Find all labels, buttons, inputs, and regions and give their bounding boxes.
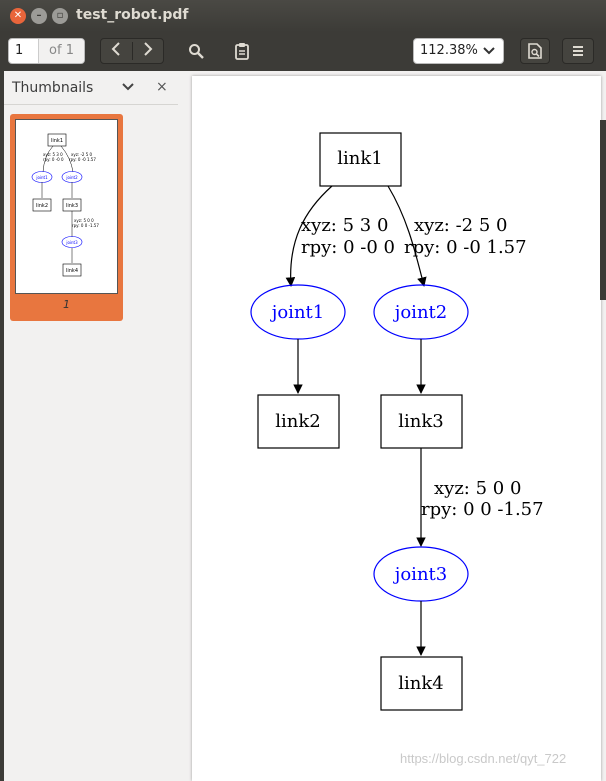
page-number-input[interactable]: 1 <box>9 39 39 63</box>
svg-text:joint2: joint2 <box>65 175 78 180</box>
clipboard-icon <box>235 43 249 60</box>
svg-text:rpy: 0 -0 1.57: rpy: 0 -0 1.57 <box>69 157 96 162</box>
document-view[interactable]: link1 xyz: 5 3 0 rpy: 0 -0 0 xyz: -2 5 0… <box>178 71 606 781</box>
close-sidebar-icon[interactable]: × <box>156 79 168 95</box>
chevron-down-icon[interactable] <box>122 80 134 94</box>
previous-page-button[interactable] <box>101 42 132 60</box>
node-label: link1 <box>337 148 382 169</box>
page-selector: 1 of 1 <box>8 38 85 64</box>
svg-text:rpy: 0 0 -1.57: rpy: 0 0 -1.57 <box>72 223 99 228</box>
toolbar: 1 of 1 112.38% <box>0 32 606 71</box>
svg-text:xyz: -2 5 0: xyz: -2 5 0 <box>71 152 93 157</box>
edge-label: rpy: 0 -0 1.57 <box>404 237 527 258</box>
chevron-down-icon <box>483 39 495 63</box>
svg-text:link4: link4 <box>66 268 78 274</box>
minimize-window-button[interactable]: – <box>31 8 47 24</box>
chevron-right-icon <box>144 42 153 56</box>
edge-label: xyz: -2 5 0 <box>414 215 507 236</box>
node-link2 <box>257 394 340 449</box>
sidebar: Thumbnails × link1 xyz: 5 3 0 rpy: 0 -0 … <box>4 71 178 781</box>
edge-link1-joint2 <box>387 185 427 287</box>
node-label: joint1 <box>270 302 324 323</box>
zoom-select[interactable]: 112.38% <box>413 38 504 64</box>
window-edge <box>600 120 606 300</box>
svg-text:link1: link1 <box>51 138 63 144</box>
edge-link1-joint1 <box>285 185 333 287</box>
sidebar-mode-label[interactable]: Thumbnails <box>12 80 94 96</box>
node-label: joint3 <box>393 564 447 585</box>
edge-label: xyz: 5 0 0 <box>434 478 521 499</box>
hamburger-menu-icon <box>573 46 583 56</box>
thumbnail-page-number: 1 <box>63 298 70 311</box>
maximize-window-button[interactable]: ▫ <box>52 8 68 24</box>
sidebar-header: Thumbnails × <box>4 71 178 105</box>
node-label: link3 <box>398 411 443 432</box>
svg-text:link2: link2 <box>36 203 48 209</box>
next-page-button[interactable] <box>131 42 163 60</box>
edge-label: xyz: 5 3 0 <box>301 215 388 236</box>
node-label: link2 <box>275 411 320 432</box>
chevron-left-icon <box>112 42 121 56</box>
fit-page-button[interactable] <box>520 38 550 64</box>
edge-label: rpy: 0 0 -1.57 <box>421 499 544 520</box>
node-label: joint2 <box>393 302 447 323</box>
title-bar: ✕ – ▫ test_robot.pdf <box>0 0 606 32</box>
pdf-page: link1 xyz: 5 3 0 rpy: 0 -0 0 xyz: -2 5 0… <box>192 76 601 781</box>
svg-text:link3: link3 <box>66 203 78 209</box>
svg-text:rpy: 0 -0 0: rpy: 0 -0 0 <box>43 157 64 162</box>
annotations-button[interactable] <box>228 38 256 64</box>
svg-text:xyz: 5 3 0: xyz: 5 3 0 <box>43 152 63 157</box>
svg-text:joint1: joint1 <box>35 175 48 180</box>
window-title: test_robot.pdf <box>76 7 189 23</box>
node-label: link4 <box>398 673 443 694</box>
node-link1 <box>319 132 402 187</box>
page-navigation <box>100 38 164 64</box>
svg-text:xyz: 5 0 0: xyz: 5 0 0 <box>74 218 94 223</box>
search-button[interactable] <box>182 38 210 64</box>
zoom-value: 112.38% <box>420 43 478 58</box>
watermark: https://blog.csdn.net/qyt_722 <box>400 751 567 766</box>
document-zoom-icon <box>528 43 542 59</box>
page-total: of 1 <box>39 39 84 63</box>
search-icon <box>189 44 204 59</box>
svg-text:joint3: joint3 <box>65 240 78 245</box>
close-window-button[interactable]: ✕ <box>10 8 26 24</box>
menu-button[interactable] <box>562 38 594 64</box>
node-link4 <box>380 656 463 711</box>
thumbnail-image: link1 xyz: 5 3 0 rpy: 0 -0 0 xyz: -2 5 0… <box>15 119 118 294</box>
thumbnail-item[interactable]: link1 xyz: 5 3 0 rpy: 0 -0 0 xyz: -2 5 0… <box>10 114 123 321</box>
robot-graph: link1 xyz: 5 3 0 rpy: 0 -0 0 xyz: -2 5 0… <box>250 132 544 711</box>
edge-label: rpy: 0 -0 0 <box>301 237 395 258</box>
